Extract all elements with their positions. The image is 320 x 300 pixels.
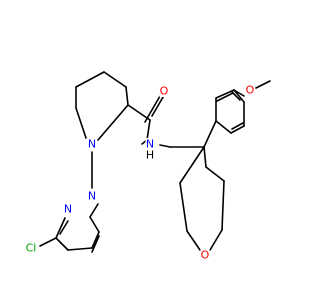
bond-line [91, 235, 100, 253]
bond-line [231, 91, 241, 101]
atom-label-n-piperidine: N [88, 138, 96, 151]
bond-line [146, 119, 151, 141]
bond-line [159, 144, 171, 148]
bond-line [215, 89, 235, 99]
bond-line [230, 125, 245, 134]
atom-label-o-carbonyl: O [160, 85, 169, 98]
atom-label-n-amide: N [146, 138, 154, 151]
atom-label-o-oxane: O [201, 249, 210, 262]
bond-line [205, 166, 225, 182]
bond-line [55, 217, 66, 239]
bond-lines [39, 71, 271, 253]
atom-label-o-methoxy: O [246, 84, 255, 97]
atom-label-background [200, 249, 210, 261]
atom-label-background [145, 138, 155, 150]
bond-line [255, 80, 271, 89]
bond-line [55, 237, 69, 251]
bond-line [125, 86, 129, 106]
atom-label-background [87, 190, 97, 202]
bond-line [231, 122, 244, 130]
bond-line [203, 146, 207, 168]
bond-line [39, 237, 57, 247]
bond-line [179, 146, 205, 184]
atom-label-n-pyridazine-1: N [88, 190, 96, 203]
atom-label-n-pyridazine-2: N [64, 203, 72, 216]
molecule-structure: O O N H N O N N Cl [24, 71, 271, 262]
atom-label-chlorine: Cl [26, 242, 37, 255]
bond-line [67, 247, 93, 251]
atom-label-background [87, 138, 97, 150]
bond-line [89, 203, 99, 218]
atom-label-background [63, 203, 73, 215]
atom-label-h-amide: H [146, 149, 154, 162]
bond-line [75, 71, 105, 88]
bond-line [216, 92, 234, 102]
bond-line [59, 220, 69, 235]
atom-label-background [145, 149, 155, 161]
bond-line [203, 120, 217, 148]
atom-label-background [159, 85, 169, 97]
bond-line [179, 182, 188, 232]
bond-line [75, 107, 87, 139]
atom-labels: O O N H N O N N Cl [24, 84, 255, 262]
bond-line [233, 89, 245, 103]
bond-line [91, 231, 100, 249]
bond-line [186, 230, 201, 251]
bond-line [221, 180, 225, 231]
bond-line [103, 71, 127, 88]
bond-line [127, 104, 151, 121]
atom-label-background [24, 242, 38, 254]
bond-line [97, 104, 129, 141]
atom-label-background [245, 84, 255, 96]
bond-line [209, 229, 223, 251]
bond-line [89, 216, 100, 233]
bond-line [215, 120, 232, 134]
